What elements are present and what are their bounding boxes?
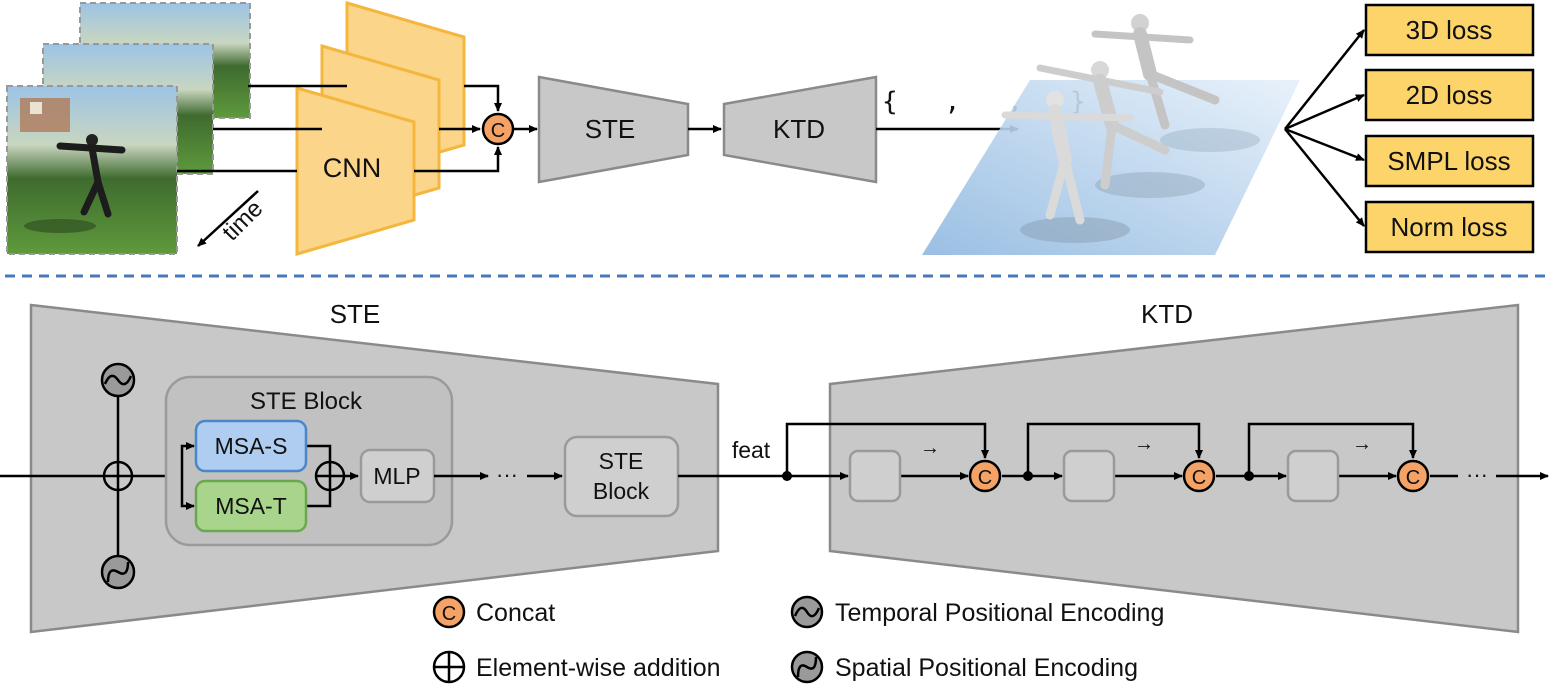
legend: C Concat Element-wise addition Temporal …	[432, 595, 1164, 684]
legend-spatial: Spatial Positional Encoding	[790, 650, 1138, 684]
svg-text:C: C	[1406, 467, 1420, 489]
body-mesh-figure-1	[1001, 91, 1134, 225]
ktd-stage-arrow-2: →	[1134, 433, 1154, 455]
ktd-ellipsis: ···	[1466, 462, 1488, 487]
frame-to-cnn-arrows	[177, 84, 347, 173]
legend-spatial-label: Spatial Positional Encoding	[835, 654, 1138, 682]
loss-box-norm	[1364, 200, 1535, 254]
element-wise-addition-icon	[432, 650, 466, 684]
svg-text:C: C	[491, 120, 505, 142]
video-frames	[6, 2, 251, 255]
ktd-concat-node-1: C	[968, 459, 1002, 493]
cnn-to-concat-arrows	[414, 84, 502, 173]
body-mesh-figure-2	[1036, 61, 1170, 190]
loss-fan-arrows	[1284, 29, 1365, 227]
ktd-stage-arrow-1: →	[920, 437, 940, 459]
cnn-block-front	[295, 86, 416, 256]
legend-concat-label: Concat	[476, 599, 555, 627]
cnn-stack: CNN	[295, 1, 466, 256]
ktd-stage-box-3	[1286, 449, 1340, 503]
msa-s-box	[194, 419, 308, 473]
ste-block-repeated-line1: STE	[599, 448, 644, 474]
body-mesh-figure-3	[1091, 14, 1220, 130]
time-axis: time	[197, 190, 268, 247]
legend-temporal-label: Temporal Positional Encoding	[835, 599, 1164, 627]
svg-text:C: C	[442, 603, 456, 625]
top-concat-node: C	[481, 112, 515, 146]
top-ste-module: STE	[537, 75, 690, 184]
temporal-encoding-icon	[100, 362, 136, 398]
loss-label-2d: 2D loss	[1406, 80, 1493, 110]
loss-box-3d	[1364, 3, 1535, 57]
ste-ellipsis: ···	[496, 462, 518, 487]
svg-text:C: C	[978, 467, 992, 489]
msa-t-label: MSA-T	[215, 493, 287, 519]
ktd-stage-arrow-3: →	[1352, 433, 1372, 455]
loss-label-norm: Norm loss	[1390, 212, 1507, 242]
legend-concat: C Concat	[432, 595, 555, 629]
residual-add-node	[314, 460, 346, 492]
concat-icon	[432, 595, 466, 629]
legend-addition-label: Element-wise addition	[476, 654, 721, 682]
loss-label-3d: 3D loss	[1406, 15, 1493, 45]
ste-block-branches	[180, 442, 359, 510]
spatial-encoding-legend-icon	[790, 650, 824, 684]
svg-text:C: C	[1192, 467, 1206, 489]
time-label: time	[217, 195, 268, 246]
top-ktd-label: KTD	[773, 114, 825, 144]
msa-s-label: MSA-S	[215, 433, 288, 459]
ktd-stage-box-1	[848, 449, 902, 503]
ktd-concat-node-2: C	[1182, 459, 1216, 493]
ktd-flow-lines	[678, 422, 1549, 480]
top-ste-label: STE	[585, 114, 636, 144]
ktd-panel-title: KTD	[1141, 299, 1193, 329]
ktd-branch-dots	[782, 471, 1254, 481]
spatial-encoding-icon	[100, 554, 136, 590]
top-ktd-module: KTD	[722, 75, 878, 184]
loss-label-smpl: SMPL loss	[1387, 146, 1510, 176]
cnn-label: CNN	[323, 153, 382, 183]
ktd-panel	[828, 303, 1520, 634]
legend-temporal: Temporal Positional Encoding	[790, 595, 1164, 629]
mlp-label: MLP	[373, 463, 420, 489]
positional-add-node	[102, 460, 134, 492]
msa-t-box	[194, 479, 308, 533]
person-in-frame	[56, 134, 126, 218]
body-mesh-render	[922, 14, 1300, 255]
ste-panel-title: STE	[330, 299, 381, 329]
ktd-concat-node-3: C	[1396, 459, 1430, 493]
ste-block-repeated-line2: Block	[593, 478, 650, 504]
ste-block-title: STE Block	[250, 388, 363, 415]
loss-box-smpl	[1364, 134, 1535, 188]
loss-boxes: 3D loss 2D loss SMPL loss Norm loss	[1364, 3, 1535, 254]
feat-label: feat	[732, 437, 771, 463]
legend-addition: Element-wise addition	[432, 650, 721, 684]
temporal-encoding-legend-icon	[790, 595, 824, 629]
loss-box-2d	[1364, 68, 1535, 122]
ktd-stage-box-2	[1062, 449, 1116, 503]
